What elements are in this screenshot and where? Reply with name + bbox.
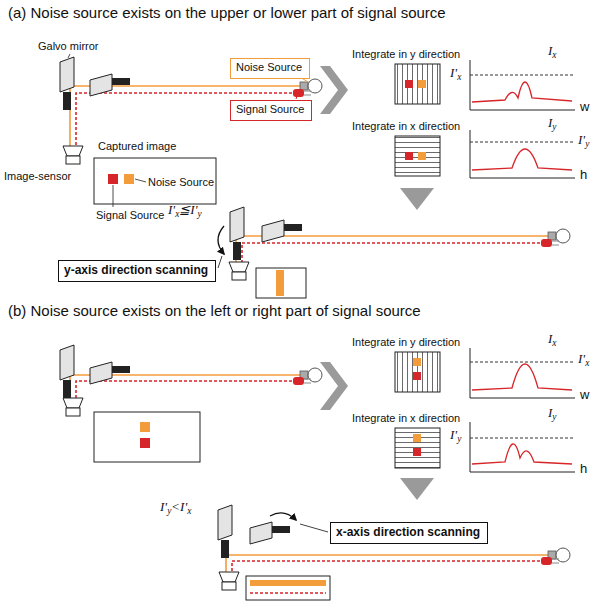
part-label: Integrate in y direction (352, 48, 460, 61)
part-label: Captured image (98, 140, 176, 153)
scan-mode-box: y-axis direction scanning (58, 260, 216, 282)
axis-label: h (580, 168, 587, 183)
optical-setup (60, 345, 322, 462)
panel-heading: (b) Noise source exists on the left or r… (8, 302, 421, 319)
optical-setup (60, 54, 322, 207)
flow-chevron (320, 362, 348, 410)
scan-mode-box: x-axis direction scanning (330, 522, 488, 544)
axis-label: w (580, 388, 589, 403)
box-text: Signal Source (236, 103, 306, 116)
box-text: y-axis direction scanning (64, 263, 210, 277)
axis-label: Iy (548, 406, 557, 421)
part-label: Integrate in x direction (352, 412, 460, 425)
part-label: Image-sensor (4, 170, 71, 183)
flow-arrow (400, 478, 434, 500)
axis-label: I'x≦I'y (168, 203, 202, 218)
panel-heading: (a) Noise source exists on the upper or … (8, 4, 446, 21)
integration-grid (395, 352, 440, 468)
part-label: Galvo mirror (38, 40, 99, 53)
axis-label: h (580, 462, 587, 477)
part-label: Noise Source (148, 176, 214, 189)
optical-setup (218, 207, 570, 298)
part-label: Signal Source (96, 209, 165, 222)
part-label: Integrate in x direction (352, 120, 460, 133)
source-tag: Signal Source (230, 100, 312, 121)
axis-label: Iy (548, 116, 557, 131)
axis-label: I'x (578, 352, 589, 367)
intensity-chart (470, 348, 575, 472)
axis-label: Ix (548, 332, 557, 347)
intensity-chart (470, 60, 575, 178)
axis-label: Ix (548, 44, 557, 59)
axis-label: I'y (450, 428, 461, 443)
flow-arrow (400, 188, 434, 210)
axis-label: I'y<I'x (160, 500, 191, 515)
axis-label: I'y (578, 133, 589, 148)
box-text: x-axis direction scanning (336, 525, 482, 539)
source-tag: Noise Source (230, 58, 310, 79)
box-text: Noise Source (236, 61, 304, 74)
flow-chevron (320, 66, 348, 114)
axis-label: I'x (450, 66, 461, 81)
optical-setup (218, 505, 570, 600)
part-label: Integrate in y direction (352, 336, 460, 349)
axis-label: w (580, 100, 589, 115)
